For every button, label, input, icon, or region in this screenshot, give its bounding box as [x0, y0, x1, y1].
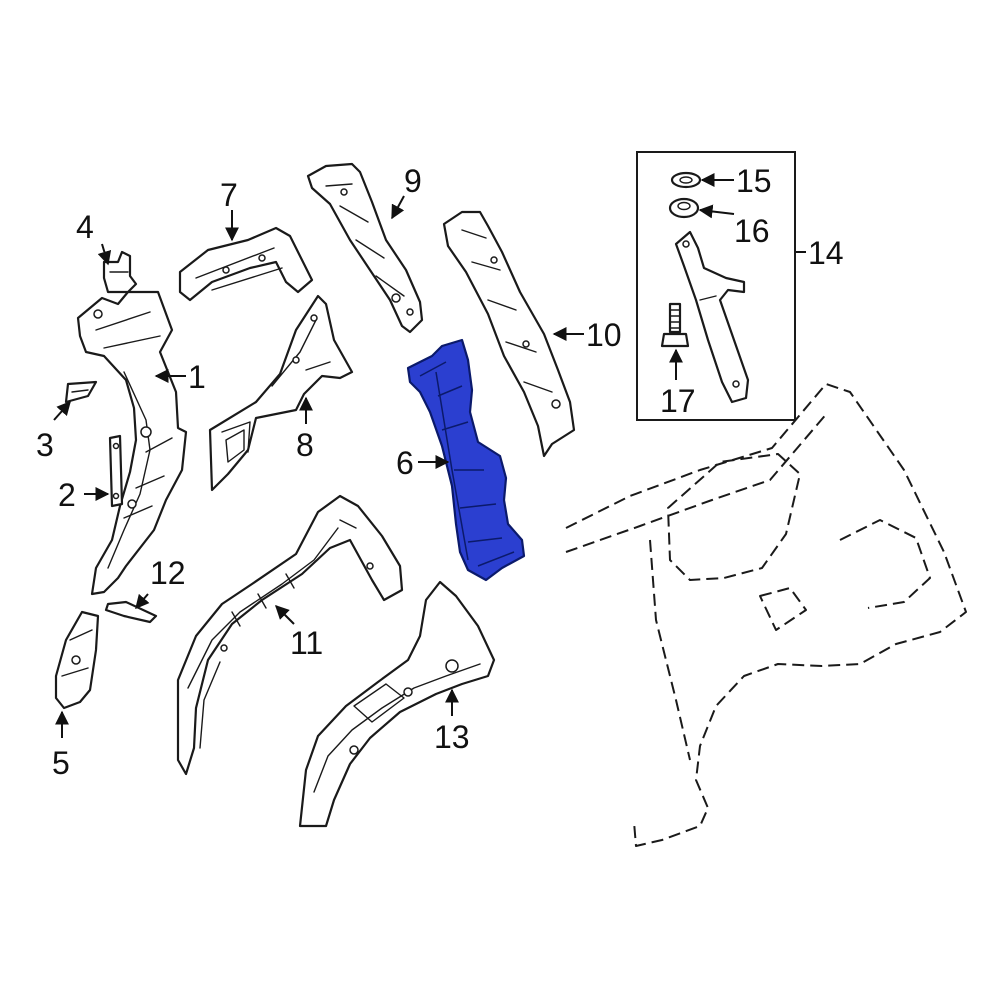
part-3-bracket[interactable]: [64, 380, 98, 404]
part-12-strip[interactable]: [104, 600, 158, 624]
part-10-d-pillar-inner[interactable]: [442, 210, 576, 458]
leader-lines: [53, 173, 806, 738]
part-6-reinforcement-highlighted[interactable]: [406, 338, 526, 582]
callout-3: 3: [36, 427, 54, 463]
part-7-upper-rail[interactable]: [178, 226, 314, 302]
part-17-bolt[interactable]: [660, 302, 690, 348]
callout-13: 13: [434, 719, 470, 755]
part-1-pillar-inner[interactable]: [76, 290, 188, 596]
callout-14: 14: [808, 235, 844, 271]
part-14-bracket[interactable]: [674, 230, 750, 404]
callout-16: 16: [734, 213, 770, 249]
quarter-panel-outline: [565, 383, 967, 847]
part-2-plate[interactable]: [108, 434, 124, 508]
part-6-body: [406, 338, 526, 582]
part-13-wheelhouse-inner[interactable]: [298, 580, 496, 828]
callout-9: 9: [404, 163, 422, 199]
callout-17: 17: [660, 383, 696, 419]
part-9-pillar-reinforcement[interactable]: [306, 162, 424, 334]
callout-labels: 1 2 3 4 5 6 7 8 9 10 11 12 13 14 15 16 1…: [36, 163, 844, 781]
callout-1: 1: [188, 359, 206, 395]
part-15-washer[interactable]: [670, 171, 702, 189]
part-11-wheelhouse-outer[interactable]: [176, 494, 404, 776]
part-8-quarter-inner[interactable]: [208, 294, 354, 492]
callout-11: 11: [290, 625, 323, 661]
callout-5: 5: [52, 745, 70, 781]
callout-10: 10: [586, 317, 622, 353]
callout-2: 2: [58, 477, 76, 513]
callout-4: 4: [76, 209, 94, 245]
group-14-box: [636, 151, 796, 421]
callout-6: 6: [396, 445, 414, 481]
part-5-reinforcement[interactable]: [54, 610, 100, 710]
callout-12: 12: [150, 555, 186, 591]
callout-15: 15: [736, 163, 772, 199]
part-4-clip[interactable]: [102, 250, 138, 294]
callout-7: 7: [220, 177, 238, 213]
callout-8: 8: [296, 427, 314, 463]
part-16-grommet[interactable]: [668, 197, 700, 219]
